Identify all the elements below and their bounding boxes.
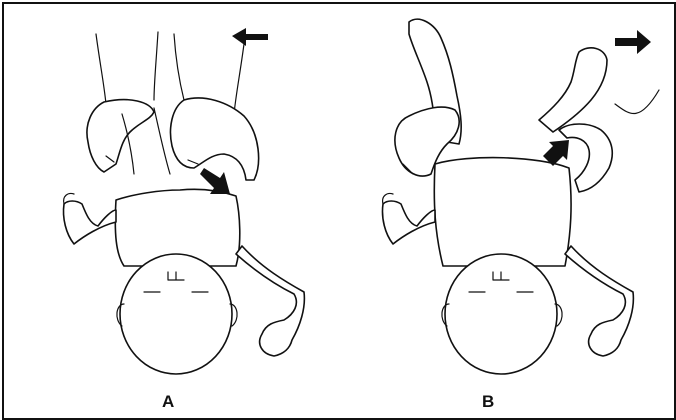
infant-right-arm [236,246,304,356]
examiner-left-hand [87,100,154,172]
infant-illustration-b [339,4,674,418]
infant-right-leg [539,48,607,132]
infant-illustration-a [4,4,339,418]
infant-right-arm [565,246,633,356]
examiner-right-hand [171,98,259,180]
arrow-right-icon [615,30,651,54]
panel-b: B [339,4,674,418]
arrow-left-icon [232,28,268,46]
panel-a: A [4,4,339,418]
infant-left-arm [63,201,116,244]
infant-torso [434,158,571,266]
panel-label-a: A [162,392,174,412]
panel-label-b: B [482,392,494,412]
infant-left-arm [382,201,435,244]
